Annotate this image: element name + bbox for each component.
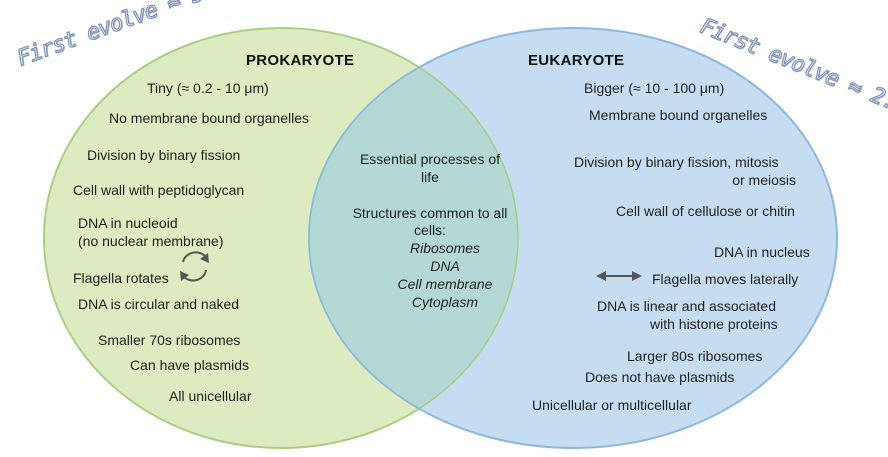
shared-trait: Essential processes of (359, 151, 501, 167)
prokaryote-trait: Flagella rotates (73, 270, 169, 286)
eukaryote-trait: DNA is linear and associated (597, 298, 776, 314)
prokaryote-trait: DNA in nucleoid (78, 215, 178, 231)
eukaryote-trait: Larger 80s ribosomes (627, 348, 763, 364)
rotate-arrows-icon (180, 251, 209, 282)
eukaryote-trait: Membrane bound organelles (589, 107, 768, 123)
shared-structure: Cell membrane (397, 276, 493, 292)
shared-trait: cells: (414, 222, 446, 238)
eukaryote-title: EUKARYOTE (528, 52, 625, 69)
eukaryote-trait: Bigger (≈ 10 - 100 μm) (584, 80, 725, 96)
shared-trait: life (421, 169, 439, 185)
shared-structure: Cytoplasm (411, 294, 479, 310)
shared-trait: Structures common to all (352, 205, 508, 221)
prokaryote-trait: No membrane bound organelles (109, 110, 310, 126)
eukaryote-trait: Cell wall of cellulose or chitin (616, 203, 795, 219)
prokaryote-trait: Can have plasmids (130, 357, 250, 373)
prokaryote-trait: (no nuclear membrane) (78, 233, 224, 249)
prokaryote-trait: Tiny (≈ 0.2 - 10 μm) (147, 80, 269, 96)
prokaryote-title: PROKARYOTE (246, 52, 355, 69)
overlap-region (309, 28, 518, 448)
shared-structure: DNA (430, 258, 460, 274)
eukaryote-trait: Unicellular or multicellular (532, 397, 692, 413)
prokaryote-trait: Division by binary fission (87, 147, 241, 163)
prokaryote-trait: Cell wall with peptidoglycan (73, 182, 245, 198)
prokaryote-trait: Smaller 70s ribosomes (98, 332, 241, 348)
eukaryote-trait: with histone proteins (650, 316, 778, 332)
eukaryote-trait: or meiosis (732, 172, 796, 188)
eukaryote-trait: DNA in nucleus (714, 244, 810, 260)
prokaryote-trait: DNA is circular and naked (78, 296, 240, 312)
prokaryote-trait: All unicellular (169, 388, 252, 404)
shared-structure: Ribosomes (409, 240, 481, 256)
eukaryote-trait: Flagella moves laterally (652, 271, 799, 287)
eukaryote-trait: Does not have plasmids (585, 369, 735, 385)
eukaryote-trait: Division by binary fission, mitosis (574, 154, 779, 170)
double-arrow-icon (596, 271, 642, 281)
